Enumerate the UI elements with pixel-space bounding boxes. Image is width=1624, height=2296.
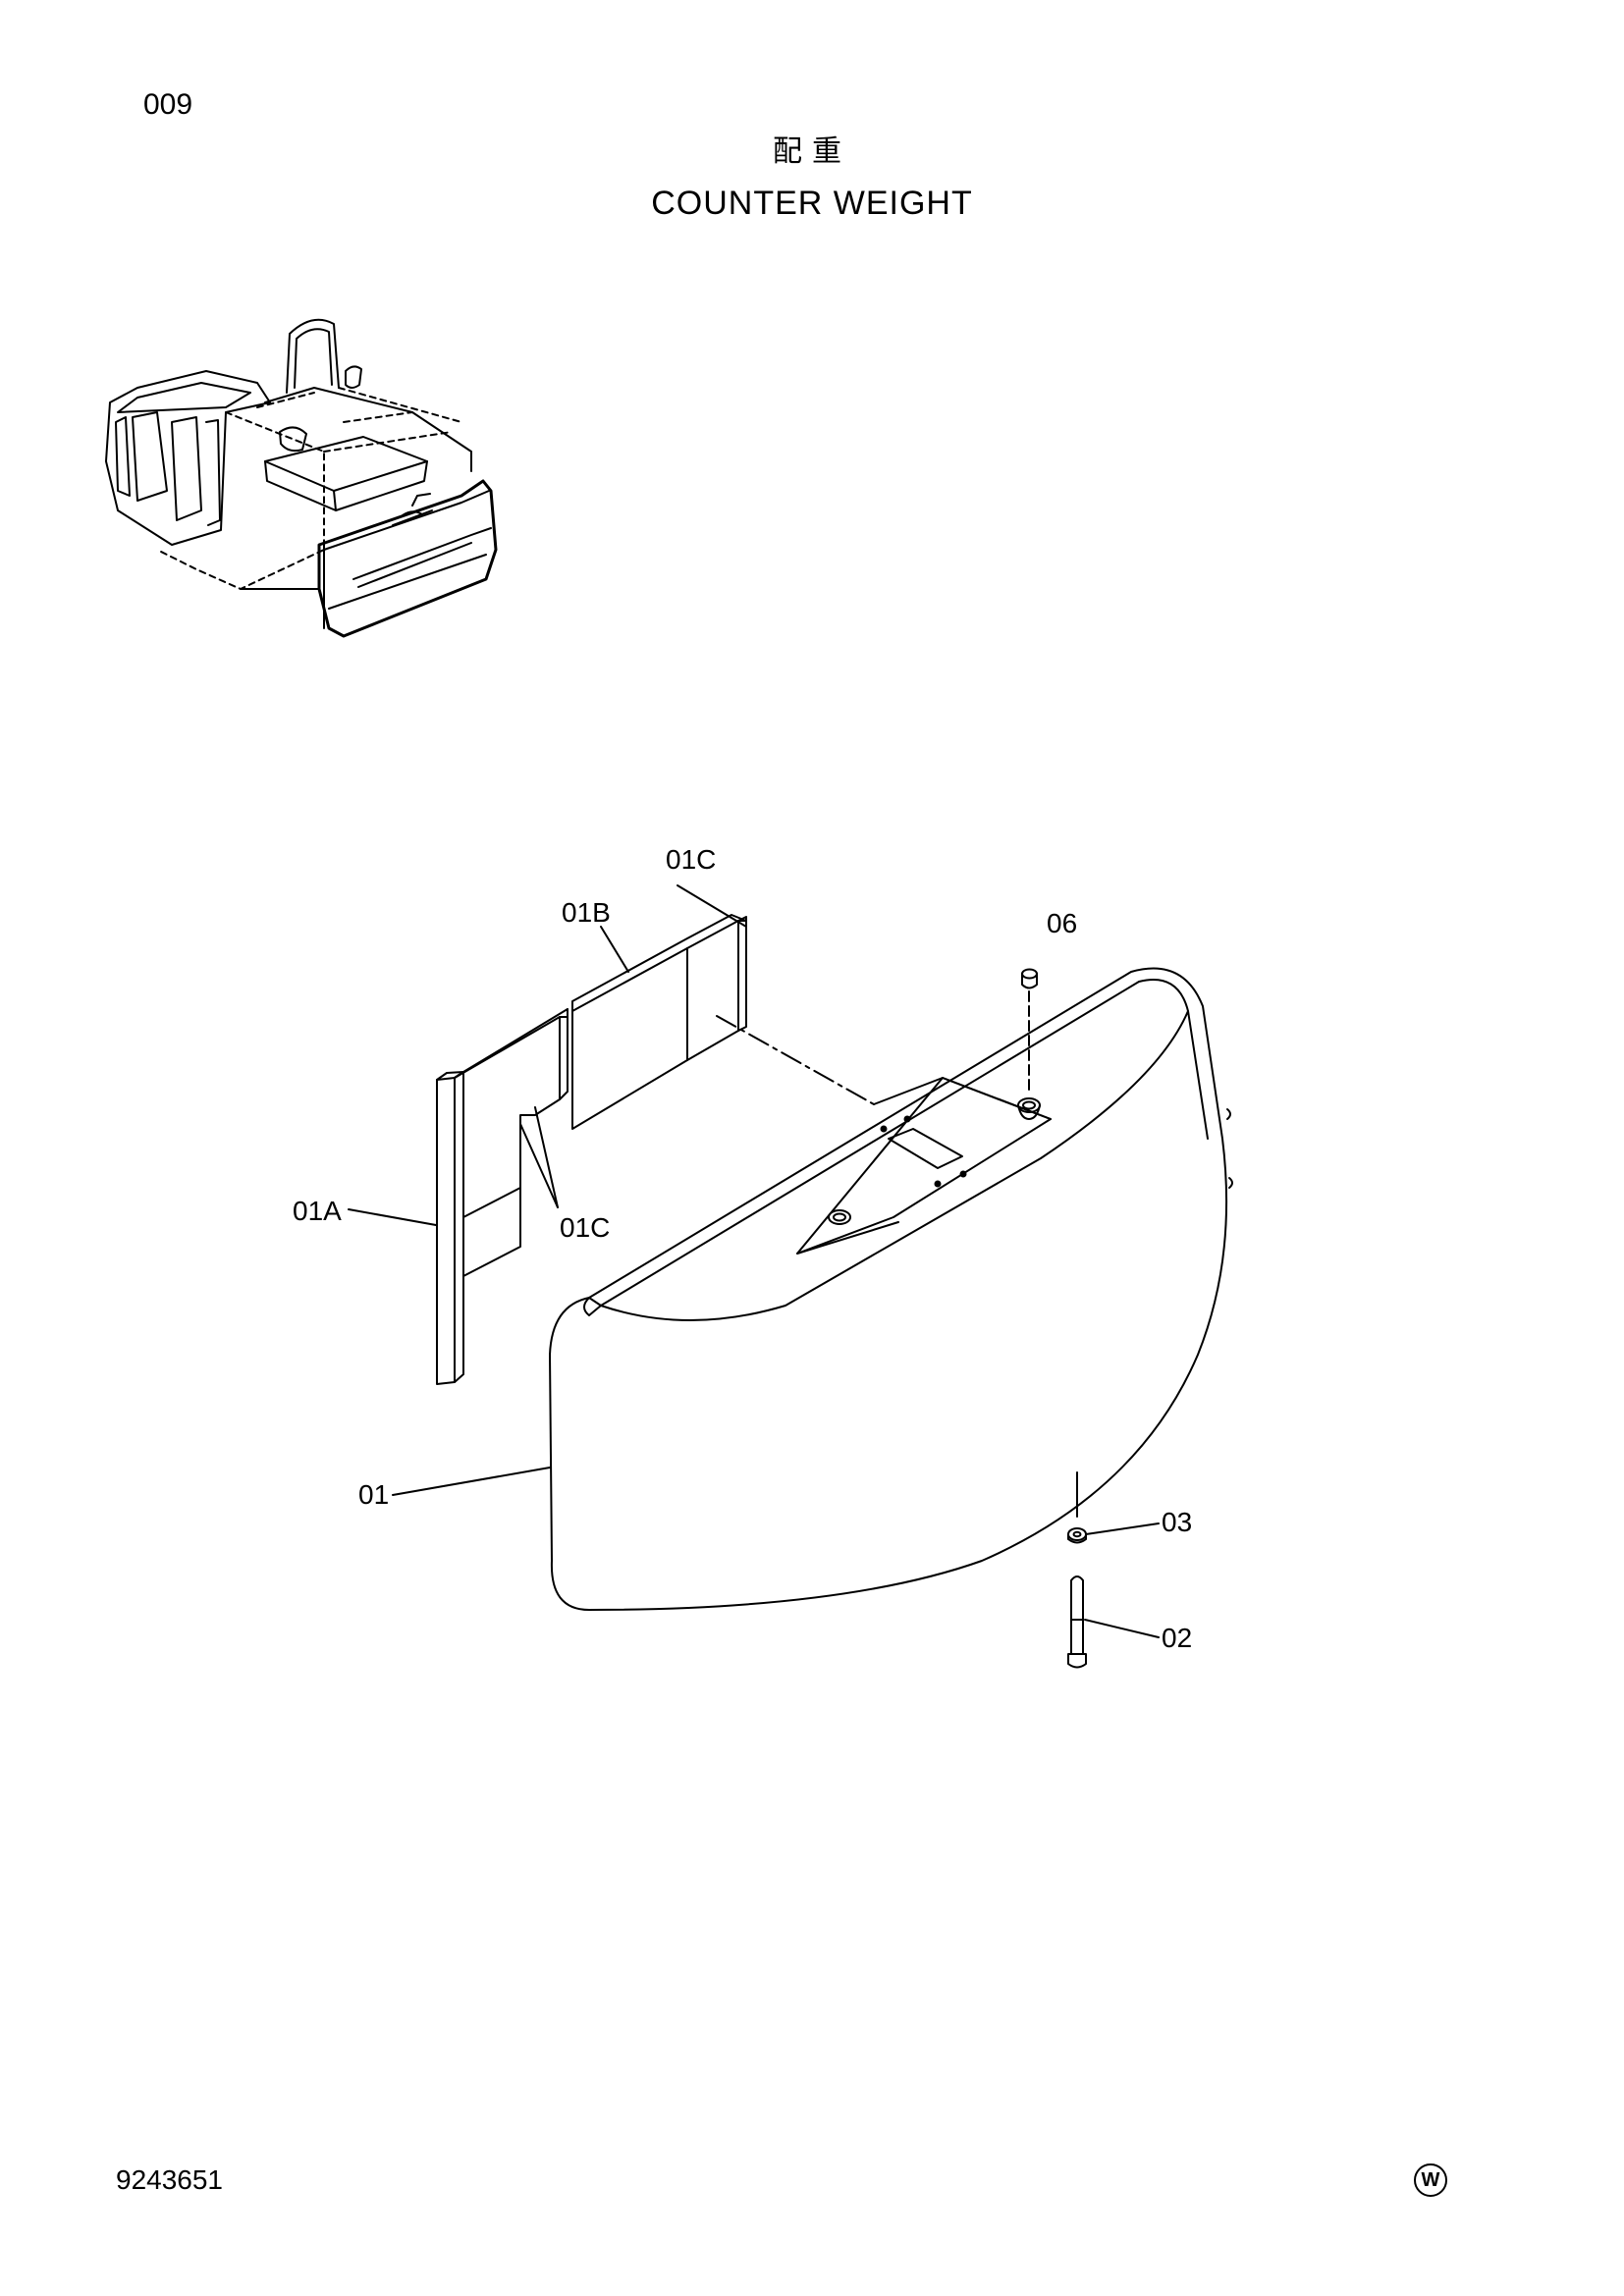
page-number: 009 xyxy=(143,88,193,121)
part-06-cap xyxy=(1017,968,1041,1120)
label-02: 02 xyxy=(1162,1623,1192,1653)
part-01a-plate xyxy=(436,1008,568,1385)
part-01b-plate xyxy=(571,914,747,1130)
title-english: COUNTER WEIGHT xyxy=(651,185,973,222)
title-japanese: 配重 xyxy=(773,134,851,169)
maker-mark-icon: W xyxy=(1414,2163,1447,2197)
part-01-counterweight xyxy=(549,967,1233,1611)
label-06: 06 xyxy=(1047,908,1077,938)
label-01c-top: 01C xyxy=(666,844,716,875)
label-01b: 01B xyxy=(562,897,611,928)
label-03: 03 xyxy=(1162,1507,1192,1537)
label-01c-lower: 01C xyxy=(560,1212,610,1243)
part-03-washer xyxy=(1067,1471,1087,1544)
machine-overview-illustration xyxy=(105,318,498,638)
label-01a: 01A xyxy=(293,1196,342,1226)
label-01: 01 xyxy=(358,1479,389,1510)
part-02-bolt xyxy=(1067,1575,1087,1669)
document-number: 9243651 xyxy=(116,2164,224,2195)
leader-lines xyxy=(348,884,1160,1638)
